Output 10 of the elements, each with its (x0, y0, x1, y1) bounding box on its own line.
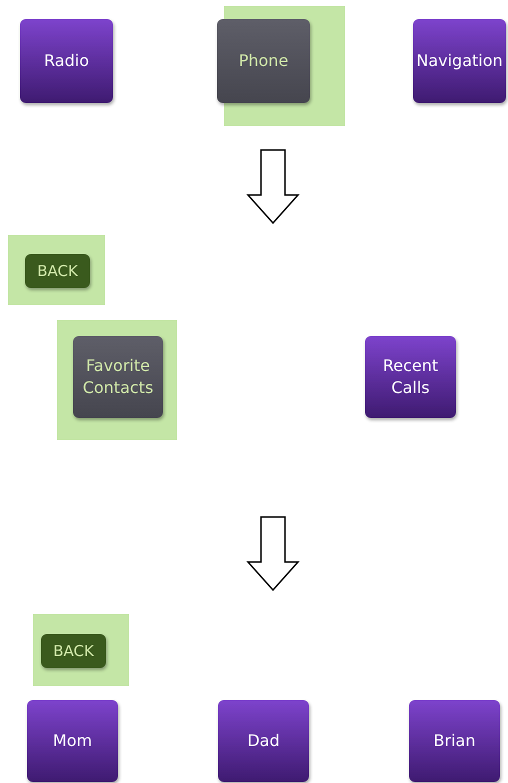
menu-button: Favorite Contacts (73, 336, 163, 418)
menu-button: Dad (218, 700, 309, 782)
menu-button: Brian (409, 700, 500, 782)
back-button: BACK (25, 254, 90, 288)
menu-button: Mom (27, 700, 118, 782)
back-button: BACK (41, 634, 106, 668)
menu-button: Phone (217, 19, 310, 103)
menu-button: Recent Calls (365, 336, 456, 418)
menu-button: Navigation (413, 19, 506, 103)
menu-button: Radio (20, 19, 113, 103)
